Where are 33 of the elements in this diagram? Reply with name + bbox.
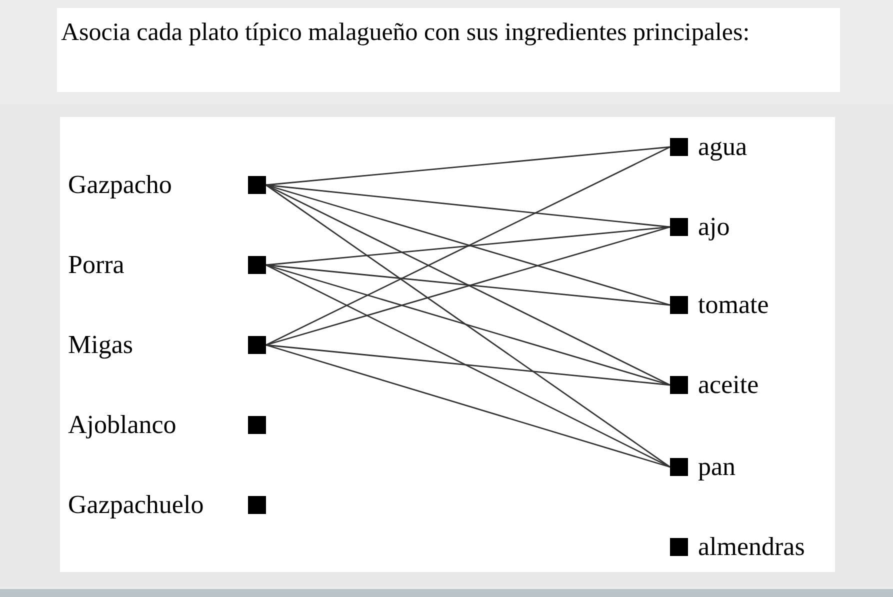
match-item — [670, 455, 736, 479]
item-label: pan — [698, 452, 736, 482]
item-label: Gazpacho — [68, 170, 173, 200]
connector-line — [266, 184, 670, 468]
title: Asocia cada plato típico malagueño con sus ingredientes principales: — [61, 18, 751, 48]
connector-line — [266, 146, 670, 186]
item-label: tomate — [698, 290, 769, 320]
connector-line — [266, 264, 670, 306]
match-item — [670, 215, 730, 239]
connector-line — [266, 344, 670, 386]
item-label: ajo — [698, 212, 730, 242]
match-item — [68, 493, 266, 517]
item-label: Migas — [68, 330, 134, 360]
connector-line — [266, 226, 670, 266]
match-item — [68, 173, 266, 197]
connector-line — [266, 264, 670, 468]
match-item — [68, 413, 266, 437]
item-label: Gazpachuelo — [68, 490, 205, 520]
match-item — [670, 293, 769, 317]
item-label: Ajoblanco — [68, 410, 178, 440]
item-label: Porra — [68, 250, 126, 280]
connector-line — [266, 226, 670, 346]
match-item — [670, 535, 805, 559]
match-item — [670, 373, 759, 397]
item-label: almendras — [698, 532, 805, 562]
match-item — [68, 253, 266, 277]
connector-line — [266, 184, 670, 228]
match-item — [68, 333, 266, 357]
item-label: aceite — [698, 370, 759, 400]
connector-line — [266, 146, 670, 346]
connector-line — [266, 344, 670, 468]
item-label: agua — [698, 132, 748, 162]
match-item — [670, 135, 748, 159]
